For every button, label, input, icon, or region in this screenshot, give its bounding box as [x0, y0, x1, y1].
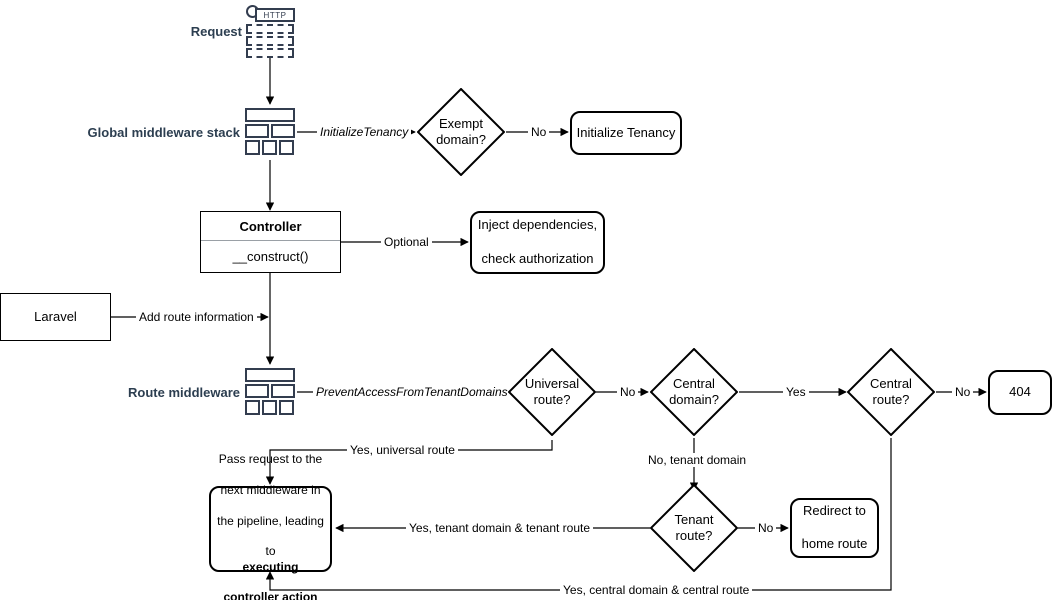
http-request-icon: HTTP	[246, 5, 295, 58]
controller-construct-method: __construct()	[232, 249, 309, 264]
stack-bar-bottom-3	[279, 400, 294, 415]
route-middleware-stack-icon	[245, 368, 297, 416]
edge-label-optional: Optional	[381, 235, 432, 249]
edge-label-no-tenant-domain: No, tenant domain	[645, 453, 750, 467]
stack-bar-mid-left	[245, 384, 269, 398]
decision-central-route[interactable]: Central route?	[847, 348, 935, 436]
stack-bar-mid-right	[271, 124, 295, 138]
diamond-shape	[508, 348, 596, 436]
route-middleware-label: Route middleware	[128, 385, 240, 400]
diamond-shape	[650, 348, 738, 436]
decision-central-domain-text: Central domain?	[669, 375, 719, 407]
decision-exempt-domain-text: Exempt domain?	[436, 115, 486, 147]
stack-bar-bottom-3	[279, 140, 294, 155]
process-redirect-home-route-text: Redirect to home route	[801, 502, 868, 552]
stack-bar-bottom-1	[245, 400, 260, 415]
edge-label-prevent-access: PreventAccessFromTenantDomains	[313, 385, 511, 399]
http-packet-row-3	[246, 48, 294, 58]
decision-central-route-text: Central route?	[870, 375, 912, 407]
stack-bar-bottom-2	[262, 400, 277, 415]
http-protocol-badge: HTTP	[255, 8, 295, 22]
edge-label-central-domain-yes: Yes	[783, 385, 809, 399]
decision-central-domain[interactable]: Central domain?	[650, 348, 738, 436]
decision-tenant-route-text: Tenant route?	[674, 511, 714, 543]
edge-label-universal-no: No	[617, 385, 639, 399]
diamond-shape	[847, 348, 935, 436]
process-pass-request-text: Pass request to the next middleware in t…	[217, 452, 324, 600]
diamond-shape	[417, 88, 505, 176]
pass-request-bold-1: executing	[242, 559, 299, 574]
process-inject-dependencies-text: Inject dependencies, check authorization	[477, 217, 598, 266]
laravel-node[interactable]: Laravel	[0, 293, 111, 341]
stack-bar-bottom-1	[245, 140, 260, 155]
decision-tenant-route[interactable]: Tenant route?	[650, 484, 738, 572]
laravel-node-text: Laravel	[34, 308, 77, 324]
pass-request-bold-2: controller action	[223, 590, 318, 600]
stack-bar-mid-right	[271, 384, 295, 398]
edge-label-exempt-no: No	[528, 125, 550, 139]
edge-label-central-route-no: No	[952, 385, 974, 399]
global-middleware-stack-label: Global middleware stack	[87, 125, 240, 140]
process-404-text: 404	[1009, 384, 1031, 400]
edge-label-yes-tenant-domain-tenant-route: Yes, tenant domain & tenant route	[406, 521, 594, 535]
global-middleware-stack-icon	[245, 108, 297, 156]
request-label: Request	[190, 24, 242, 39]
edge-label-tenant-route-no: No	[755, 521, 777, 535]
process-initialize-tenancy-text: Initialize Tenancy	[576, 124, 676, 140]
stack-bar-bottom-2	[262, 140, 277, 155]
controller-node[interactable]: Controller __construct()	[200, 211, 341, 273]
edge-label-yes-universal-route: Yes, universal route	[347, 443, 458, 457]
stack-bar-mid-left	[245, 124, 269, 138]
http-packet-row-1	[246, 24, 294, 34]
process-initialize-tenancy[interactable]: Initialize Tenancy	[570, 111, 682, 155]
edge-label-initialize-tenancy: InitializeTenancy	[317, 125, 412, 139]
decision-universal-route[interactable]: Universal route?	[508, 348, 596, 436]
decision-universal-route-text: Universal route?	[524, 375, 580, 407]
decision-exempt-domain[interactable]: Exempt domain?	[417, 88, 505, 176]
http-packet-row-2	[246, 36, 294, 46]
process-redirect-home-route[interactable]: Redirect to home route	[790, 498, 879, 558]
stack-bar-top	[245, 108, 295, 122]
controller-title: Controller	[201, 212, 340, 241]
edge-label-yes-central-domain-central-route: Yes, central domain & central route	[560, 583, 753, 597]
process-inject-dependencies[interactable]: Inject dependencies, check authorization	[470, 211, 605, 274]
stack-bar-top	[245, 368, 295, 382]
process-pass-request[interactable]: Pass request to the next middleware in t…	[209, 452, 332, 600]
process-404[interactable]: 404	[988, 370, 1052, 415]
edge-label-add-route-information: Add route information	[136, 310, 257, 324]
